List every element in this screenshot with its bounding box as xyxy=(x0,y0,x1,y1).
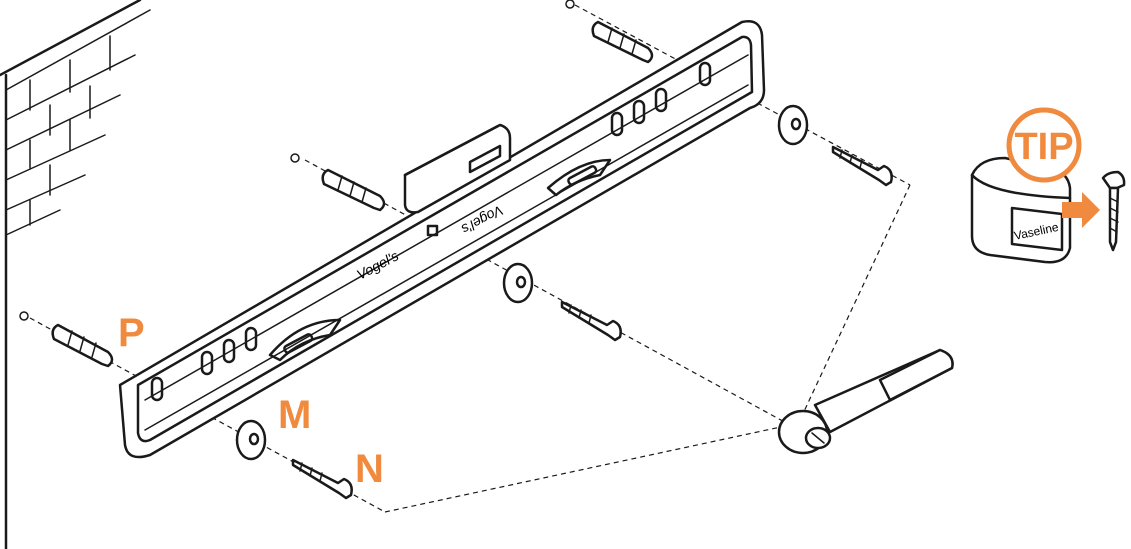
wall-plug-middle xyxy=(321,168,386,212)
screw-middle xyxy=(560,300,622,342)
wall-bracket: Vogel's Vogel's xyxy=(118,20,766,459)
label-plug: P xyxy=(118,311,145,355)
arrow-right-icon xyxy=(1062,192,1100,228)
washer-top xyxy=(777,104,809,146)
spirit-level xyxy=(403,123,512,214)
tip-badge xyxy=(1006,107,1082,183)
brick-wall xyxy=(0,0,151,549)
screw-top xyxy=(831,145,893,187)
screw-bottom xyxy=(291,458,353,500)
washer-bottom xyxy=(235,419,267,461)
label-screw: N xyxy=(355,447,384,491)
wall-plug-bottom xyxy=(51,323,114,368)
wall-plug-top xyxy=(591,20,654,64)
tip-label: TIP xyxy=(1014,126,1073,168)
socket-wrench-icon xyxy=(777,348,954,455)
label-washer: M xyxy=(278,393,311,437)
drill-hole-mark xyxy=(19,311,29,321)
drill-hole-mark xyxy=(290,153,300,163)
tip-screw xyxy=(1101,170,1126,252)
washer-middle xyxy=(502,262,534,304)
tip-illustration: Vaseline TIP xyxy=(970,107,1126,264)
drill-hole-mark xyxy=(565,0,575,9)
